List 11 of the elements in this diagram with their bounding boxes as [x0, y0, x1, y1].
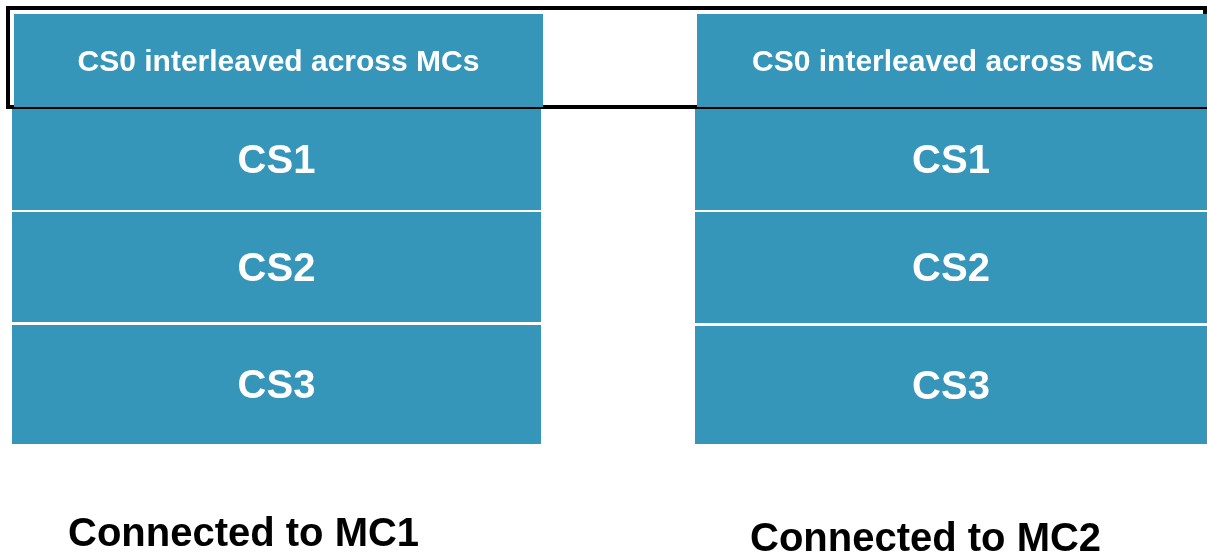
- memory-block: CS1: [12, 109, 541, 210]
- caption-text: Connected to MC1: [68, 510, 420, 555]
- caption-text: Connected to MC2: [750, 515, 1102, 558]
- outline-frame: [6, 6, 1207, 109]
- memory-block: CS0 interleaved across MCs: [697, 14, 1207, 107]
- memory-block: CS3: [695, 326, 1207, 444]
- memory-block: CS2: [12, 212, 541, 322]
- memory-block: CS3: [12, 325, 541, 444]
- memory-block: CS2: [695, 212, 1207, 323]
- memory-block: CS0 interleaved across MCs: [14, 14, 543, 107]
- memory-block: CS1: [695, 109, 1207, 210]
